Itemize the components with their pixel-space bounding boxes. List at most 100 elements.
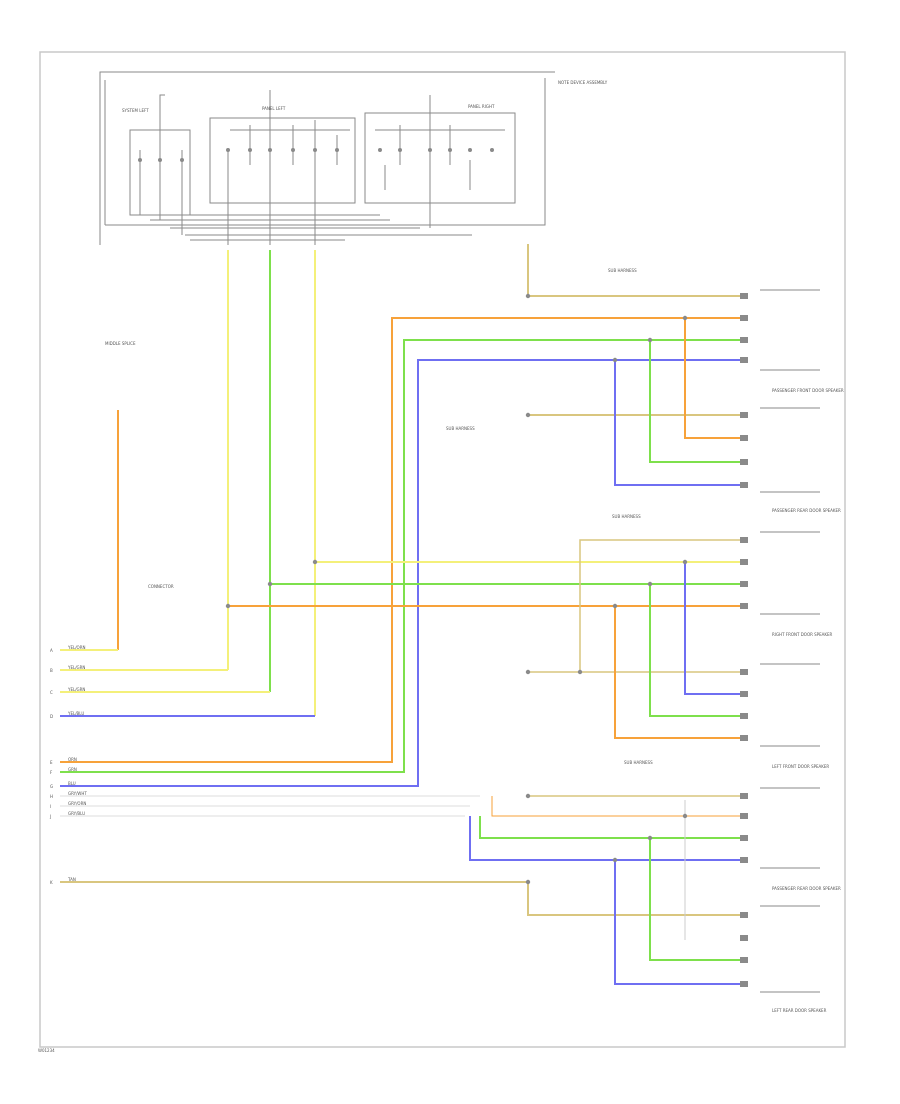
label-note: NOTE DEVICE ASSEMBLY [558, 80, 608, 85]
terminal [740, 935, 748, 941]
connector-label-6: SUB HARNESS [624, 760, 653, 765]
pin-dot [248, 148, 252, 152]
terminal [740, 537, 748, 543]
pin-dot [138, 158, 142, 162]
pin-label: B [50, 668, 53, 673]
top-frame-wire-2 [105, 78, 546, 226]
connector-label-5: SUB HARNESS [612, 514, 641, 519]
wire-orange-low [491, 796, 745, 817]
label-panel-left: PANEL LEFT [262, 106, 286, 111]
splice-dot [525, 793, 531, 799]
pin-dot [158, 158, 162, 162]
device-label-5: PASSENGER REAR DOOR SPEAKER [772, 886, 841, 891]
pin-dot [448, 148, 452, 152]
device-brackets [760, 289, 820, 993]
terminal [740, 793, 748, 799]
wire-blue-branch [614, 360, 745, 486]
left-wire-label: GRN [68, 767, 77, 772]
pin-label: A [50, 648, 53, 653]
splice-dot [682, 813, 688, 819]
wire-green-low [479, 816, 745, 839]
label-panel-right: PANEL RIGHT [468, 104, 495, 109]
pin-label: J [49, 814, 51, 819]
wire-blue-main [60, 359, 745, 787]
splice-dot [647, 835, 653, 841]
wire-green-mid-2 [649, 584, 745, 717]
device-label-4: LEFT FRONT DOOR SPEAKER [772, 764, 829, 769]
speaker-terminals [740, 293, 748, 987]
top-bus-wire [159, 94, 165, 205]
pin-dot [335, 148, 339, 152]
left-wire-label: YEL/BLU [67, 711, 84, 716]
pin-dot [378, 148, 382, 152]
wire-orange-main [60, 317, 745, 763]
device-label-1: PASSENGER FRONT DOOR SPEAKER [772, 388, 844, 393]
left-wire-label: GRY/BLU [68, 811, 85, 816]
connector-label-1: MIDDLE SPLICE [105, 341, 136, 346]
terminal [740, 691, 748, 697]
terminal [740, 603, 748, 609]
splice-dot [267, 581, 273, 587]
pin-label: F [50, 770, 53, 775]
terminal [740, 337, 748, 343]
terminal [740, 357, 748, 363]
splice-dot [525, 669, 531, 675]
wire-orange-branch [684, 318, 745, 439]
splice-dot [525, 879, 531, 885]
terminal [740, 435, 748, 441]
wire-blue-mid [684, 562, 745, 695]
pin-label: E [50, 760, 53, 765]
terminal [740, 735, 748, 741]
splice-dot [525, 412, 531, 418]
pin-dot [313, 148, 317, 152]
connector-label-2: CONNECTOR [148, 584, 174, 589]
connector-label-3: SUB HARNESS [608, 268, 637, 273]
pin-label: C [50, 690, 53, 695]
pin-label: H [50, 794, 53, 799]
pin-dot [291, 148, 295, 152]
terminal [740, 912, 748, 918]
wire-blue-low [469, 816, 745, 861]
splice-dot [312, 559, 318, 565]
device-label-2: PASSENGER REAR DOOR SPEAKER [772, 508, 841, 513]
splice-dot [225, 603, 231, 609]
wire-tan-mid-2 [579, 539, 745, 672]
terminal [740, 293, 748, 299]
splice-dot [577, 669, 583, 675]
top-pin-dots [138, 148, 494, 162]
splice-dots [225, 293, 688, 885]
splice-dot [647, 581, 653, 587]
wire-green-low-2 [649, 838, 745, 961]
terminal [740, 813, 748, 819]
splice-dot [682, 315, 688, 321]
pin-dot [468, 148, 472, 152]
pin-label: K [50, 880, 53, 885]
terminal [740, 459, 748, 465]
panel-left-box [209, 117, 356, 204]
wire-orange-mid-2 [614, 606, 745, 739]
terminal [740, 957, 748, 963]
figure-id: W01234 [38, 1048, 55, 1053]
device-label-6: LEFT REAR DOOR SPEAKER [772, 1008, 827, 1013]
terminal [740, 835, 748, 841]
pin-label: I [50, 804, 51, 809]
left-wire-label: TAN [67, 877, 76, 882]
panel-right-box [364, 112, 516, 204]
left-wire-label: BLU [68, 781, 76, 786]
terminal [740, 315, 748, 321]
device-label-3: RIGHT FRONT DOOR SPEAKER [772, 632, 833, 637]
wire-blue-low-2 [614, 860, 745, 985]
pin-dot [226, 148, 230, 152]
pin-label: G [50, 784, 53, 789]
left-wire-label: GRY/ORN [68, 801, 86, 806]
splice-dot [612, 357, 618, 363]
diagram-frame [39, 51, 846, 1048]
pin-label: D [50, 714, 53, 719]
splice-dot [647, 337, 653, 343]
terminal [740, 412, 748, 418]
terminal [740, 581, 748, 587]
terminal [740, 669, 748, 675]
terminal [740, 981, 748, 987]
label-system-left: SYSTEM LEFT [122, 108, 149, 113]
